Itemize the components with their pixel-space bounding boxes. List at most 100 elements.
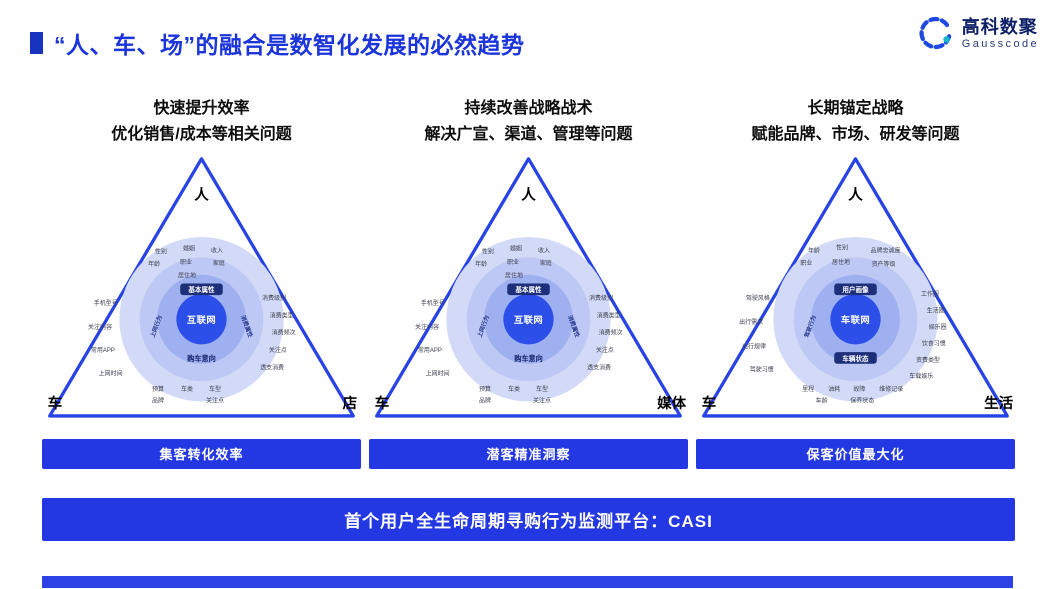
attribute-label: 常用APP xyxy=(91,346,115,354)
attribute-label: 品牌 xyxy=(152,397,164,405)
attribute-label: 婚姻 xyxy=(510,245,522,253)
logo-name-cn: 高科数聚 xyxy=(961,17,1038,38)
column-3-heading: 长期锚定战略 赋能品牌、市场、研发等问题 xyxy=(751,96,959,147)
attribute-label: 年龄 xyxy=(475,260,487,268)
banner-customer-value: 保客价值最大化 xyxy=(696,439,1015,470)
attribute-label: 居住地 xyxy=(178,272,196,280)
attribute-label: 维修记录 xyxy=(879,385,903,393)
corner-label-right: 媒体 xyxy=(657,394,686,412)
column-2-heading: 持续改善战略战术 解决广宣、渠道、管理等问题 xyxy=(424,96,632,147)
attribute-label: 车型 xyxy=(536,385,548,393)
center-circle xyxy=(830,294,881,345)
column-3: 长期锚定战略 赋能品牌、市场、研发等问题 人 车 生活 年龄 性别 品牌忠诚度 … xyxy=(696,96,1015,470)
footer-platform-banner: 首个用户全生命周期寻购行为监测平台：CASI xyxy=(42,498,1015,541)
banner-lead-conversion: 集客转化效率 xyxy=(42,439,361,470)
ring-top-tag-box xyxy=(180,283,223,296)
attribute-label: 上网时间 xyxy=(426,370,450,378)
attribute-label: 资费类型 xyxy=(916,356,940,364)
corner-label-left: 车 xyxy=(702,394,717,412)
attribute-label: 出行规律 xyxy=(742,342,766,350)
ring-bottom-label: 购车意向 xyxy=(514,354,543,363)
center-label: 互联网 xyxy=(187,314,216,325)
heading-line-1: 持续改善战略战术 xyxy=(464,100,593,117)
ring-top-tag-box xyxy=(834,283,877,296)
attribute-label: 关注点 xyxy=(596,346,614,354)
triangle-diagram-2: 人 车 媒体 性别 婚姻 收入 年龄 职业 家庭 居住地 手机型号 关注内容 常… xyxy=(375,157,687,418)
heading-line-1: 长期锚定战略 xyxy=(807,100,904,117)
ring-bottom-tag-box xyxy=(834,352,877,364)
attribute-label: 娱乐圈 xyxy=(929,323,947,331)
attribute-label: 生活圈 xyxy=(927,307,945,315)
attribute-label: 里程 xyxy=(802,385,814,393)
attribute-label: 透支消费 xyxy=(587,364,611,372)
attribute-label: 车龄 xyxy=(816,397,828,405)
corner-label-top: 人 xyxy=(521,187,536,204)
attribute-label: 消费频次 xyxy=(272,329,296,337)
attribute-label: 出行需求 xyxy=(739,318,763,326)
triangle-diagram-3: 人 车 生活 年龄 性别 品牌忠诚度 职业 居住地 资产等级 驾驶风格 出行需求… xyxy=(702,157,1014,418)
attribute-label: 收入 xyxy=(211,247,223,255)
ring-top-label: 基本属性 xyxy=(515,285,542,294)
column-1: 快速提升效率 优化销售/成本等相关问题 人 车 店 性别 婚姻 收入 年龄 职业… xyxy=(42,96,361,470)
attribute-label: 性别 xyxy=(155,248,167,256)
attribute-label: 性别 xyxy=(836,244,848,252)
attribute-label: 收入 xyxy=(538,247,550,255)
bottom-accent-strip xyxy=(42,576,1013,588)
attribute-label: 消费级别 xyxy=(262,294,286,302)
ring-top-label: 基本属性 xyxy=(188,285,215,294)
attribute-label: 婚姻 xyxy=(183,245,195,253)
attribute-label: 车型 xyxy=(209,385,221,393)
page-title: “人、车、场”的融合是数智化发展的必然趋势 xyxy=(54,32,525,58)
attribute-label: 饮食习惯 xyxy=(922,340,946,348)
attribute-label: 油耗 xyxy=(828,385,840,393)
attribute-label: 年龄 xyxy=(808,247,820,255)
attribute-label: 驾驶风格 xyxy=(746,294,770,302)
attribute-label: 车类 xyxy=(508,385,520,393)
logo-text: 高科数聚 Gausscode xyxy=(962,17,1039,50)
center-label: 车联网 xyxy=(841,314,870,325)
attribute-label: 手机型号 xyxy=(421,299,445,307)
corner-label-left: 车 xyxy=(48,394,63,412)
center-label: 互联网 xyxy=(514,314,543,325)
banner-prospect-insight: 潜客精准洞察 xyxy=(369,439,688,470)
header: “人、车、场”的融合是数智化发展的必然趋势 xyxy=(30,26,525,60)
heading-line-2: 赋能品牌、市场、研发等问题 xyxy=(751,125,960,143)
attribute-label: 透支消费 xyxy=(260,364,284,372)
attribute-label: 故障 xyxy=(853,385,865,393)
attribute-label: 预算 xyxy=(479,385,491,393)
logo-name-en: Gausscode xyxy=(961,38,1039,51)
triangle-diagram-1: 人 车 店 性别 婚姻 收入 年龄 职业 家庭 居住地 手机型号 关注内容 常用… xyxy=(48,157,357,418)
attribute-label: 预算 xyxy=(152,385,164,393)
center-circle xyxy=(503,294,554,345)
attribute-label: 车载娱乐 xyxy=(909,372,933,380)
heading-line-2: 优化销售/成本等相关问题 xyxy=(111,125,292,143)
ring-top-tag-box xyxy=(507,283,550,296)
corner-label-top: 人 xyxy=(194,187,209,204)
center-circle xyxy=(176,294,227,345)
attribute-label: 消费频次 xyxy=(599,329,623,337)
title-accent-square xyxy=(30,32,43,54)
attribute-label: 消费类型 xyxy=(270,312,294,320)
attribute-label: 驾驶习惯 xyxy=(750,366,774,374)
heading-line-2: 解决广宣、渠道、管理等问题 xyxy=(424,125,633,143)
ring-bottom-label: 车辆状态 xyxy=(842,354,869,363)
attribute-label: 家庭 xyxy=(540,259,552,267)
attribute-label: 品牌 xyxy=(479,397,491,405)
attribute-label: 关注点 xyxy=(206,397,224,405)
heading-line-1: 快速提升效率 xyxy=(153,100,250,117)
attribute-label: 上网时间 xyxy=(99,370,123,378)
corner-label-right: 生活 xyxy=(984,394,1013,412)
ring-top-label: 用户画像 xyxy=(841,285,869,294)
attribute-label: 品牌忠诚度 xyxy=(871,247,901,255)
attribute-label: 手机型号 xyxy=(94,299,118,307)
attribute-label: 资产等级 xyxy=(872,260,896,268)
triangle-outline xyxy=(702,157,1009,418)
attribute-label: 常用APP xyxy=(418,346,442,354)
ring-bottom-label: 购车意向 xyxy=(187,354,216,363)
attribute-label: 关注内容 xyxy=(88,323,112,331)
column-1-heading: 快速提升效率 优化销售/成本等相关问题 xyxy=(111,96,291,147)
attribute-label: 车类 xyxy=(181,385,193,393)
triangle-outline xyxy=(48,157,355,418)
attribute-label: 居住地 xyxy=(832,258,850,266)
